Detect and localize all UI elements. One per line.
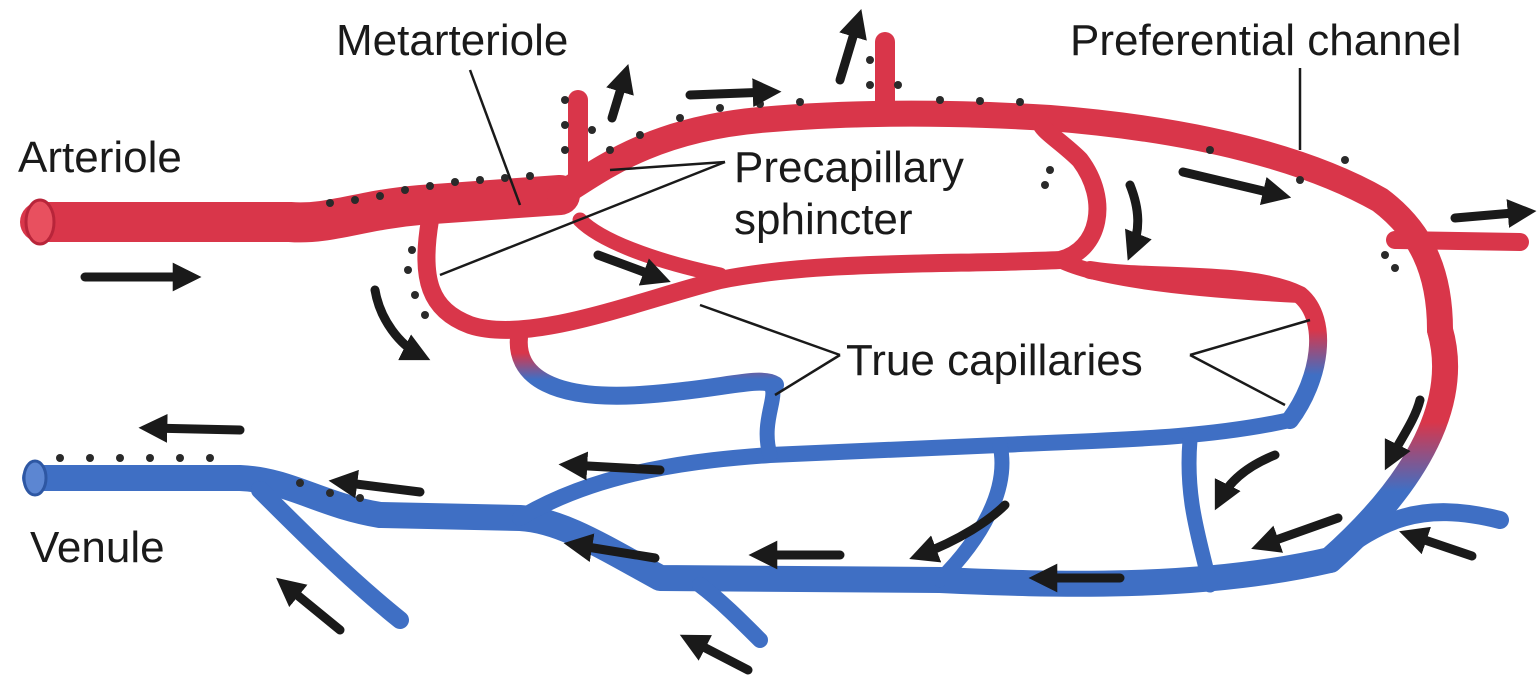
capillary-venous-3: [1189, 440, 1210, 585]
leader-true-capillaries-b: [775, 355, 840, 395]
capillary-venous-4: [767, 385, 773, 455]
outflow-right-red: [1395, 240, 1520, 242]
flow-arrow: [840, 20, 858, 80]
flow-arrow: [1220, 455, 1275, 500]
flow-arrow: [285, 585, 340, 630]
venule-branch-bottom: [700, 585, 760, 640]
venule-trunk: [35, 478, 1330, 584]
leader-true-capillaries-d: [1190, 355, 1285, 405]
flow-arrow: [690, 640, 748, 670]
arteriole-opening: [26, 200, 54, 244]
venule-opening: [24, 461, 46, 495]
flow-arrow: [1410, 535, 1472, 556]
venous-network: [35, 385, 1500, 640]
flow-arrow: [1183, 172, 1280, 195]
label-precapillary-line2: sphincter: [734, 195, 913, 244]
label-arteriole: Arteriole: [18, 133, 182, 182]
label-precapillary-line1: Precapillary: [734, 143, 964, 192]
true-capillary-left: [519, 330, 775, 396]
leader-true-capillaries-c: [1190, 320, 1310, 355]
flow-arrow: [612, 75, 625, 118]
flow-arrow: [575, 545, 655, 558]
flow-arrow: [690, 92, 770, 95]
label-true-capillaries: True capillaries: [846, 336, 1143, 385]
flow-arrow: [570, 465, 660, 470]
flow-arrow: [1455, 212, 1525, 218]
label-preferential-channel: Preferential channel: [1070, 16, 1461, 65]
label-venule: Venule: [30, 523, 165, 572]
arteriole-trunk: [40, 195, 560, 222]
flow-arrow: [150, 428, 240, 430]
label-metarteriole: Metarteriole: [336, 16, 568, 65]
leader-true-capillaries-a: [700, 305, 840, 355]
flow-arrow: [375, 290, 420, 355]
flow-arrow: [1262, 518, 1338, 545]
flow-arrow: [1130, 185, 1138, 250]
flow-arrow: [340, 482, 420, 492]
inner-loop: [580, 220, 720, 275]
